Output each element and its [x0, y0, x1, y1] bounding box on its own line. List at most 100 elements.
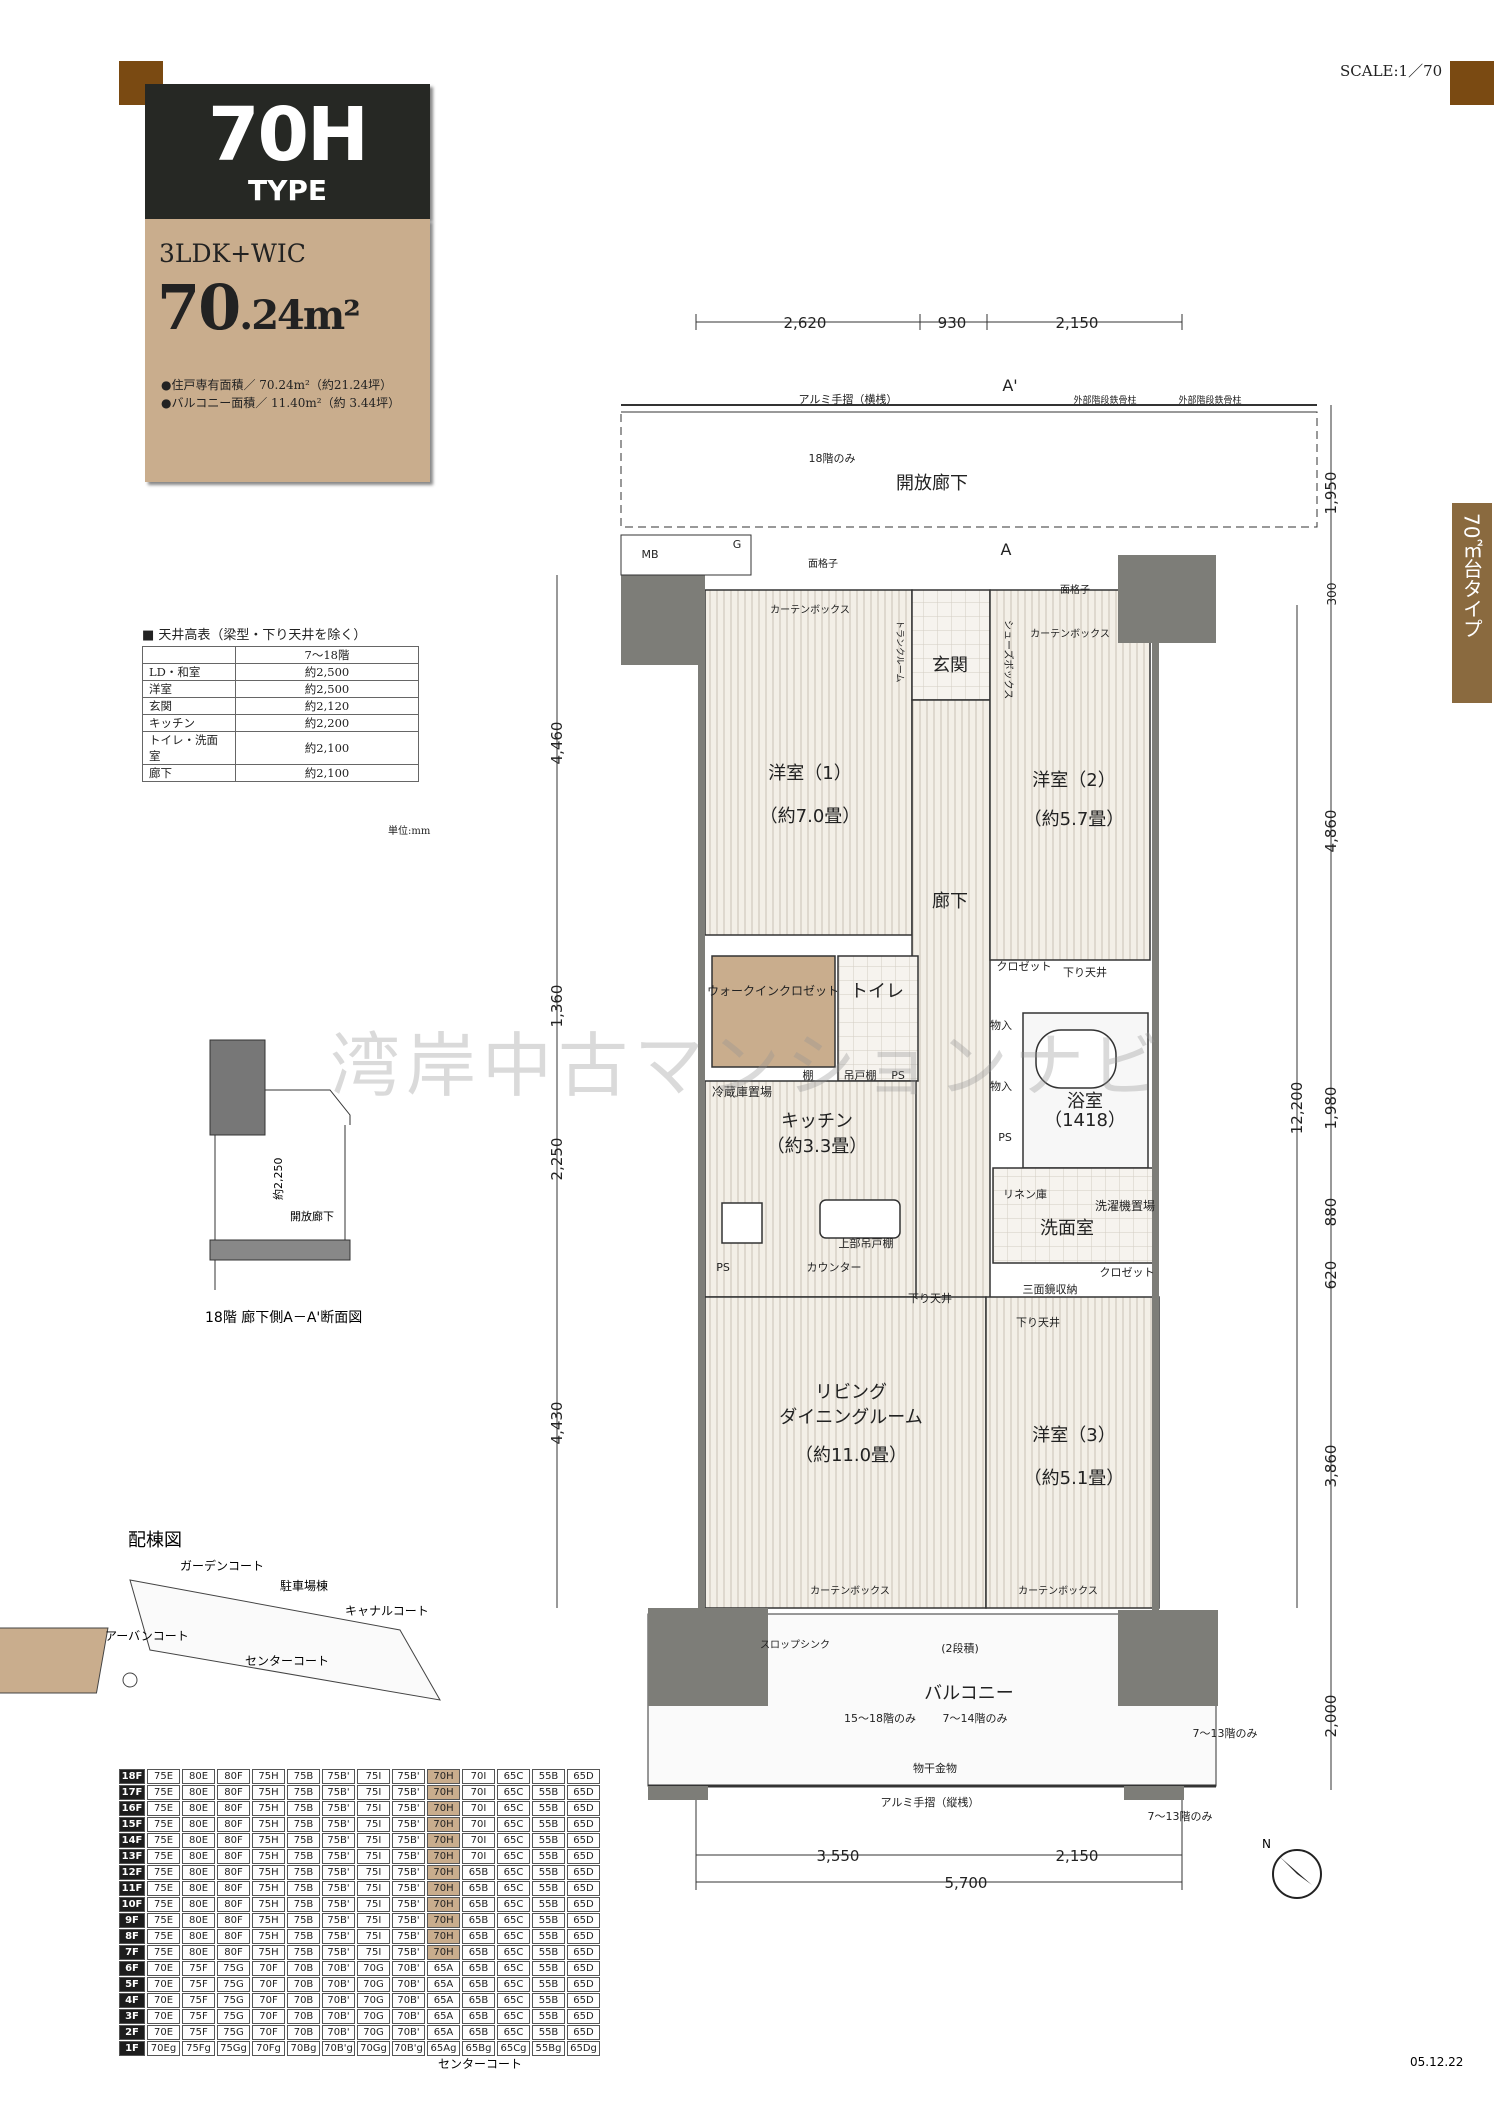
- unit-cell: 75B': [392, 1865, 425, 1880]
- unit-cell: 70I: [462, 1785, 495, 1800]
- label: MB: [641, 548, 658, 561]
- unit-cell: 75B': [322, 1785, 355, 1800]
- label-bath: 浴室: [1067, 1091, 1103, 1112]
- unit-cell: 55B: [532, 1897, 565, 1912]
- toilet-room: [837, 955, 919, 1082]
- unit-cell: 55B: [532, 1833, 565, 1848]
- floor-label: 8F: [119, 1929, 145, 1944]
- label-living-size: （約11.0畳）: [795, 1445, 907, 1466]
- dim-left: 4,430: [548, 1402, 566, 1445]
- label: 三面鏡収納: [1023, 1282, 1078, 1296]
- floor-label: 12F: [119, 1865, 145, 1880]
- floor-label: 7F: [119, 1945, 145, 1960]
- unit-cell: 55B: [532, 1945, 565, 1960]
- unit-cell: 65A: [427, 1961, 460, 1976]
- unit-cell: 65B: [462, 2009, 495, 2024]
- floor-label: 5F: [119, 1977, 145, 1992]
- unit-cell: 65C: [497, 1929, 530, 1944]
- unit-cell: 70B': [322, 2009, 355, 2024]
- unit-cell: 75B': [392, 1817, 425, 1832]
- unit-cell: 65B: [462, 1977, 495, 1992]
- unit-cell: 55Bg: [532, 2041, 565, 2056]
- unit-cell: 75Fg: [182, 2041, 215, 2056]
- unit-cell: 75H: [252, 1929, 285, 1944]
- floor-label: 13F: [119, 1849, 145, 1864]
- unit-cell: 75B': [392, 1769, 425, 1784]
- unit-cell: 65Cg: [497, 2041, 530, 2056]
- unit-cell: 75B: [287, 1769, 320, 1784]
- print-date: 05.12.22: [1410, 2055, 1463, 2069]
- key-plan-title: 配棟図: [128, 1530, 182, 1551]
- unit-cell: 65D: [567, 1817, 600, 1832]
- unit-cell: 55B: [532, 1993, 565, 2008]
- unit-cell: 80E: [182, 1817, 215, 1832]
- section-mark: A': [1002, 376, 1017, 395]
- unit-cell: 75H: [252, 1945, 285, 1960]
- label: 洗濯機置場: [1095, 1198, 1155, 1213]
- scale-label: SCALE:1／70: [1340, 62, 1443, 80]
- unit-cell: 55B: [532, 1977, 565, 1992]
- dim-right: 1,980: [1322, 1087, 1340, 1130]
- unit-cell: 70B: [287, 1961, 320, 1976]
- label: 7〜13階のみ: [1193, 1726, 1258, 1740]
- label: 物入: [990, 1018, 1012, 1032]
- unit-cell: 80E: [182, 1769, 215, 1784]
- unit-cell: 70I: [462, 1817, 495, 1832]
- dim-right: 300: [1325, 583, 1339, 606]
- unit-cell: 70I: [462, 1769, 495, 1784]
- label: 冷蔵庫置場: [712, 1085, 772, 1099]
- unit-cell: 75I: [357, 1897, 390, 1912]
- key-plan-label: 駐車場棟: [280, 1578, 328, 1593]
- area-panel: 3LDK+WIC 70.24m² ●住戸専有面積／ 70.24m²（約21.24…: [145, 219, 430, 482]
- unit-cell: 65B: [462, 1865, 495, 1880]
- unit-cell: 55B: [532, 1881, 565, 1896]
- unit-cell: 75B': [392, 1833, 425, 1848]
- unit-cell: 75B': [322, 1769, 355, 1784]
- unit-cell: 65C: [497, 1785, 530, 1800]
- unit-cell: 65D: [567, 2025, 600, 2040]
- floor-label: 15F: [119, 1817, 145, 1832]
- dim-bottom: 3,550: [817, 1847, 860, 1865]
- room-western-1: [704, 589, 913, 936]
- unit-cell: 65D: [567, 1833, 600, 1848]
- unit-cell: 55B: [532, 1913, 565, 1928]
- label: 物干金物: [913, 1761, 957, 1775]
- unit-cell: 70B'g: [392, 2041, 425, 2056]
- unit-cell: 65Bg: [462, 2041, 495, 2056]
- unit-cell: 75I: [357, 1865, 390, 1880]
- unit-cell: 70E: [147, 1993, 180, 2008]
- label: 面格子: [808, 557, 838, 570]
- unit-cell: 75E: [147, 1769, 180, 1784]
- kitchen-area: [704, 1080, 917, 1298]
- unit-cell: 75E: [147, 1929, 180, 1944]
- unit-cell: 80E: [182, 1785, 215, 1800]
- unit-cell: 70I: [462, 1849, 495, 1864]
- label: 下り天井: [908, 1291, 952, 1305]
- unit-cell: 65C: [497, 1865, 530, 1880]
- unit-cell: 65C: [497, 2009, 530, 2024]
- unit-cell: 70B': [322, 1977, 355, 1992]
- unit-cell: 75H: [252, 1801, 285, 1816]
- unit-cell: 70B: [287, 1993, 320, 2008]
- unit-cell: 70H: [427, 1913, 460, 1928]
- unit-cell: 75I: [357, 1801, 390, 1816]
- height: 約2,200: [235, 714, 419, 732]
- unit-cell: 75B': [322, 1881, 355, 1896]
- label: 吊戸棚: [844, 1068, 877, 1082]
- bathtub: [1035, 1029, 1117, 1089]
- unit-cell: 80F: [217, 1881, 250, 1896]
- unit-cell: 70B: [287, 1977, 320, 1992]
- section-height: 約2,250: [271, 1158, 285, 1201]
- unit-cell: 80F: [217, 1865, 250, 1880]
- sink: [819, 1199, 901, 1239]
- floor-label: 11F: [119, 1881, 145, 1896]
- unit-cell: 55B: [532, 1849, 565, 1864]
- dim-top: 2,150: [1056, 314, 1099, 332]
- unit-cell: 65D: [567, 1977, 600, 1992]
- unit-cell: 75B: [287, 1913, 320, 1928]
- unit-cell: 70E: [147, 1961, 180, 1976]
- label: PS: [998, 1131, 1012, 1144]
- dim-right: 3,860: [1322, 1445, 1340, 1488]
